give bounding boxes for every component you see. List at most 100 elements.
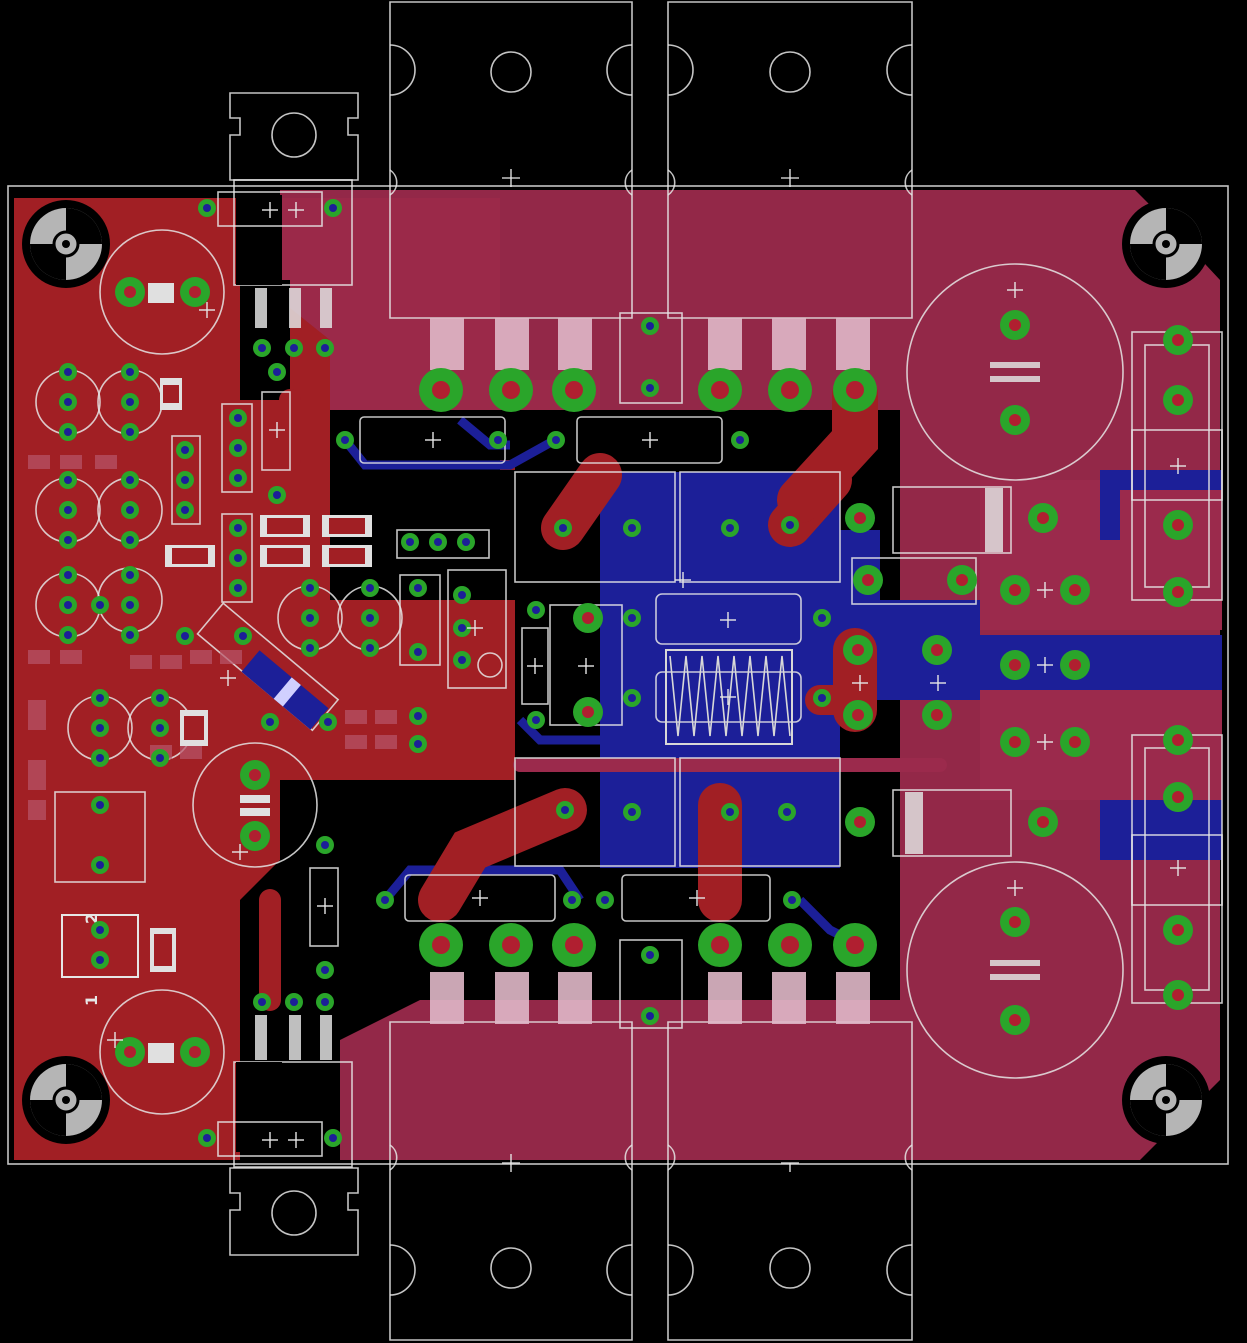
pad (623, 519, 641, 537)
pad (91, 749, 109, 767)
pad (316, 339, 334, 357)
through-hole-pads (59, 199, 1193, 1147)
pad (813, 689, 831, 707)
pad (1000, 1005, 1030, 1035)
pad (768, 923, 812, 967)
pad (151, 749, 169, 767)
pad (59, 471, 77, 489)
connector-pin-2-label: 2 (82, 913, 101, 924)
pad (843, 700, 873, 730)
pad (1163, 915, 1193, 945)
power-transistor-outlines (389, 1, 913, 1341)
pad (623, 689, 641, 707)
regulator-outlines (217, 92, 359, 1256)
pad (229, 519, 247, 537)
pad (59, 501, 77, 519)
component-origin-marks (107, 202, 1186, 1148)
pad (316, 961, 334, 979)
pad (1060, 650, 1090, 680)
smd-resistors (148, 283, 372, 1063)
pad (563, 891, 581, 909)
pad (324, 1129, 342, 1147)
pad (721, 803, 739, 821)
pad (234, 627, 252, 645)
pad (180, 1037, 210, 1067)
pad (261, 713, 279, 731)
pad (429, 533, 447, 551)
pad (1163, 725, 1193, 755)
pad (1163, 385, 1193, 415)
pad (457, 533, 475, 551)
pad (151, 719, 169, 737)
pad (623, 609, 641, 627)
pad (556, 801, 574, 819)
pad (240, 760, 270, 790)
pad (361, 639, 379, 657)
pad (59, 596, 77, 614)
pad (1000, 907, 1030, 937)
centre-component-outlines (261, 312, 1012, 1029)
pad (91, 719, 109, 737)
pad (843, 635, 873, 665)
pad (419, 368, 463, 412)
pad (489, 431, 507, 449)
mounting-hole-bottom-right (1122, 1056, 1210, 1144)
pad (845, 503, 875, 533)
pad (573, 697, 603, 727)
pad (527, 601, 545, 619)
pad (698, 923, 742, 967)
pad (59, 423, 77, 441)
pad (489, 368, 533, 412)
pad (419, 923, 463, 967)
pad (361, 609, 379, 627)
pad (91, 596, 109, 614)
pad (121, 471, 139, 489)
pad (1060, 575, 1090, 605)
pad (151, 689, 169, 707)
connector-pin-1-label: 1 (82, 995, 101, 1006)
pad (409, 579, 427, 597)
pad (547, 431, 565, 449)
pad (768, 368, 812, 412)
pad (336, 431, 354, 449)
smd-pads (28, 455, 397, 820)
pad (268, 486, 286, 504)
pad (783, 891, 801, 909)
pad (813, 609, 831, 627)
connector-header: 2 1 (61, 913, 139, 1006)
board-outline (7, 185, 1229, 1165)
pad (554, 519, 572, 537)
pad (319, 713, 337, 731)
pad (324, 199, 342, 217)
pad (121, 596, 139, 614)
pad (91, 856, 109, 874)
pad (121, 626, 139, 644)
pad (301, 639, 319, 657)
pad (409, 735, 427, 753)
pad (641, 1007, 659, 1025)
pad (176, 627, 194, 645)
pad (59, 363, 77, 381)
pad (833, 368, 877, 412)
pad (240, 821, 270, 851)
pad (91, 796, 109, 814)
pad (121, 423, 139, 441)
pad (731, 431, 749, 449)
pad (198, 1129, 216, 1147)
pad (361, 579, 379, 597)
pad (198, 199, 216, 217)
pad (229, 439, 247, 457)
pad (121, 393, 139, 411)
pad (59, 393, 77, 411)
mounting-hole-top-left (22, 200, 110, 288)
pad (527, 711, 545, 729)
pad (121, 501, 139, 519)
pad (253, 993, 271, 1011)
pad (115, 277, 145, 307)
pad (229, 549, 247, 567)
pad (180, 277, 210, 307)
pad (229, 409, 247, 427)
pad (59, 531, 77, 549)
transistor-legs (430, 318, 870, 1024)
pad (778, 803, 796, 821)
